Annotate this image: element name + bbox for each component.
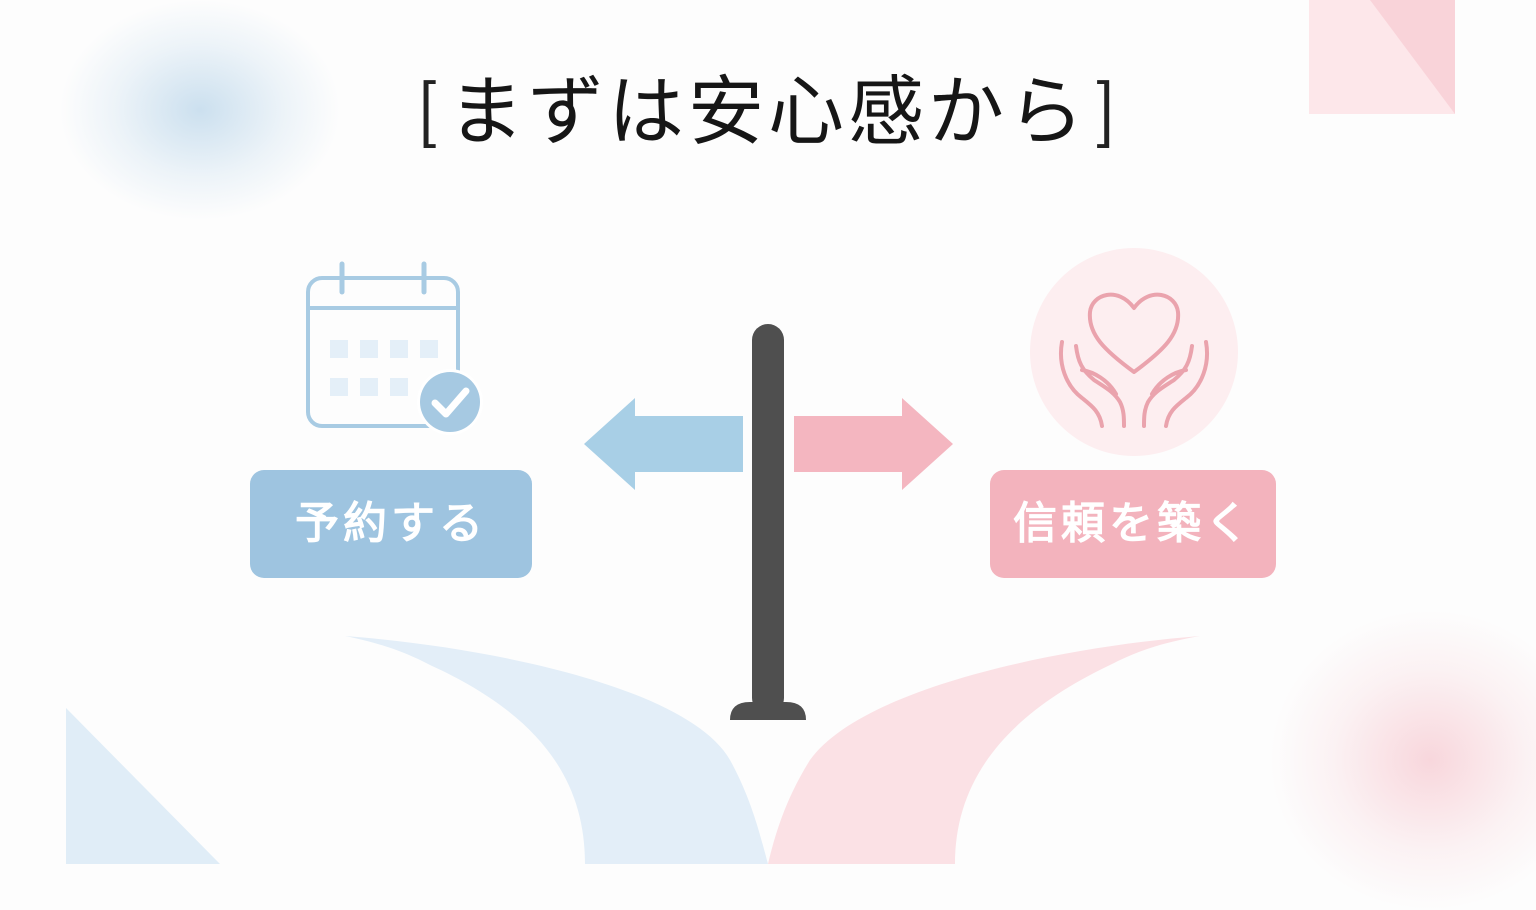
background-decorations: [66, 0, 1455, 864]
arrow-right: [794, 398, 953, 490]
signpost-icon: [584, 324, 953, 720]
title-open-bracket: [: [419, 67, 443, 156]
arrow-left: [584, 398, 743, 490]
title-close-bracket: ]: [1093, 67, 1117, 156]
title-text: まずは安心感から: [448, 67, 1088, 156]
calendar-check-icon: [306, 261, 483, 435]
road-left: [345, 636, 768, 864]
signpost-base: [730, 702, 806, 720]
corner-triangle-bottom-left: [66, 708, 220, 864]
corner-triangle-top-right-accent: [1370, 0, 1455, 114]
hands-heart-icon: [1030, 248, 1238, 456]
signpost-pole: [752, 324, 784, 714]
road-right: [768, 636, 1200, 864]
build-trust-button[interactable]: 信頼を築く: [990, 470, 1276, 578]
background-pink-blur: [1270, 610, 1536, 910]
page-title: [まずは安心感から]: [0, 62, 1536, 162]
background-blue-blur: [60, 0, 340, 220]
reserve-button[interactable]: 予約する: [250, 470, 532, 578]
